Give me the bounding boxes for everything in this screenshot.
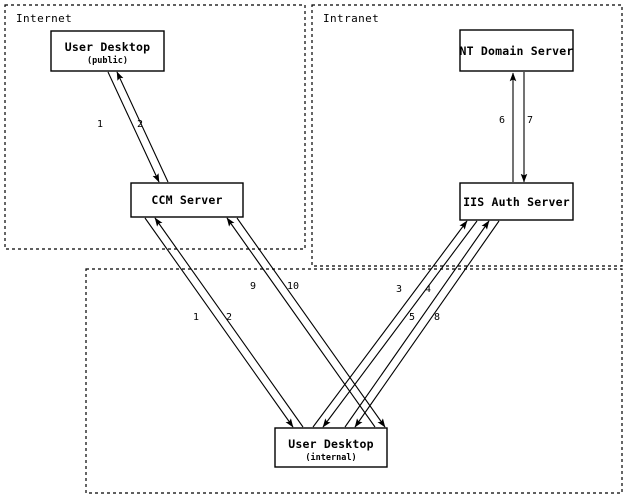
step-label-1-internal: 1	[193, 312, 199, 323]
flow-line-8-down	[354, 220, 500, 428]
node-user-desktop-internal[interactable]: User Desktop (internal)	[274, 427, 388, 468]
node-iis-auth-server[interactable]: IIS Auth Server	[459, 182, 574, 221]
connector-internal-desktop-iis-a	[312, 220, 478, 428]
node-box-nt-domain-server[interactable]	[459, 29, 574, 72]
zone-label-internet: Internet	[16, 12, 72, 25]
zone-internet-boundary	[4, 4, 306, 250]
node-label-ccm-server: CCM Server	[151, 193, 222, 207]
node-label-iis-auth-server: IIS Auth Server	[463, 195, 570, 209]
step-label-8: 8	[434, 312, 440, 323]
node-box-user-desktop-internal[interactable]	[274, 427, 388, 468]
connector-ccm-internal-desktop-b	[226, 217, 386, 428]
step-label-7: 7	[527, 115, 533, 126]
flow-line-5-up	[344, 220, 490, 428]
step-label-2-public: 2	[137, 119, 143, 130]
step-label-6: 6	[499, 115, 505, 126]
step-label-5: 5	[409, 312, 415, 323]
node-nt-domain-server[interactable]: NT Domain Server	[459, 29, 574, 72]
node-box-iis-auth-server[interactable]	[459, 182, 574, 221]
zone-label-intranet: Intranet	[323, 12, 379, 25]
zone-boundaries	[4, 4, 623, 494]
flow-line-2b-up	[154, 217, 304, 428]
step-label-2-internal: 2	[226, 312, 232, 323]
node-label-nt-domain-server: NT Domain Server	[460, 44, 574, 58]
flow-line-1-down	[107, 71, 160, 183]
node-sublabel-user-desktop-public: (public)	[87, 55, 128, 66]
flow-line-2-up	[116, 71, 169, 183]
node-user-desktop-public[interactable]: User Desktop (public)	[50, 30, 165, 72]
step-label-3: 3	[396, 284, 402, 295]
node-ccm-server[interactable]: CCM Server	[130, 182, 244, 218]
flow-line-9-up	[226, 217, 376, 428]
step-label-4: 4	[425, 284, 431, 295]
connector-public-desktop-ccm	[107, 71, 169, 183]
connector-internal-desktop-iis-b	[344, 220, 500, 428]
connector-iis-nt-domain	[509, 72, 528, 183]
node-label-user-desktop-public: User Desktop	[65, 40, 150, 54]
step-label-9: 9	[250, 281, 256, 292]
node-box-ccm-server[interactable]	[130, 182, 244, 218]
zone-internal-boundary	[85, 268, 623, 494]
node-sublabel-user-desktop-internal: (internal)	[305, 452, 356, 463]
connector-ccm-internal-desktop-a	[144, 217, 304, 428]
node-label-user-desktop-internal: User Desktop	[288, 437, 373, 451]
flow-line-3-up	[312, 220, 468, 428]
step-label-1-public: 1	[97, 119, 103, 130]
flow-line-4-down	[322, 220, 478, 428]
flow-line-10-down	[236, 217, 386, 428]
step-labels: 1 2 1 2 3 4 5 6 7 8 9 10	[97, 115, 533, 323]
step-label-10: 10	[287, 281, 299, 292]
node-box-user-desktop-public[interactable]	[50, 30, 165, 72]
flow-line-1b-down	[144, 217, 294, 428]
